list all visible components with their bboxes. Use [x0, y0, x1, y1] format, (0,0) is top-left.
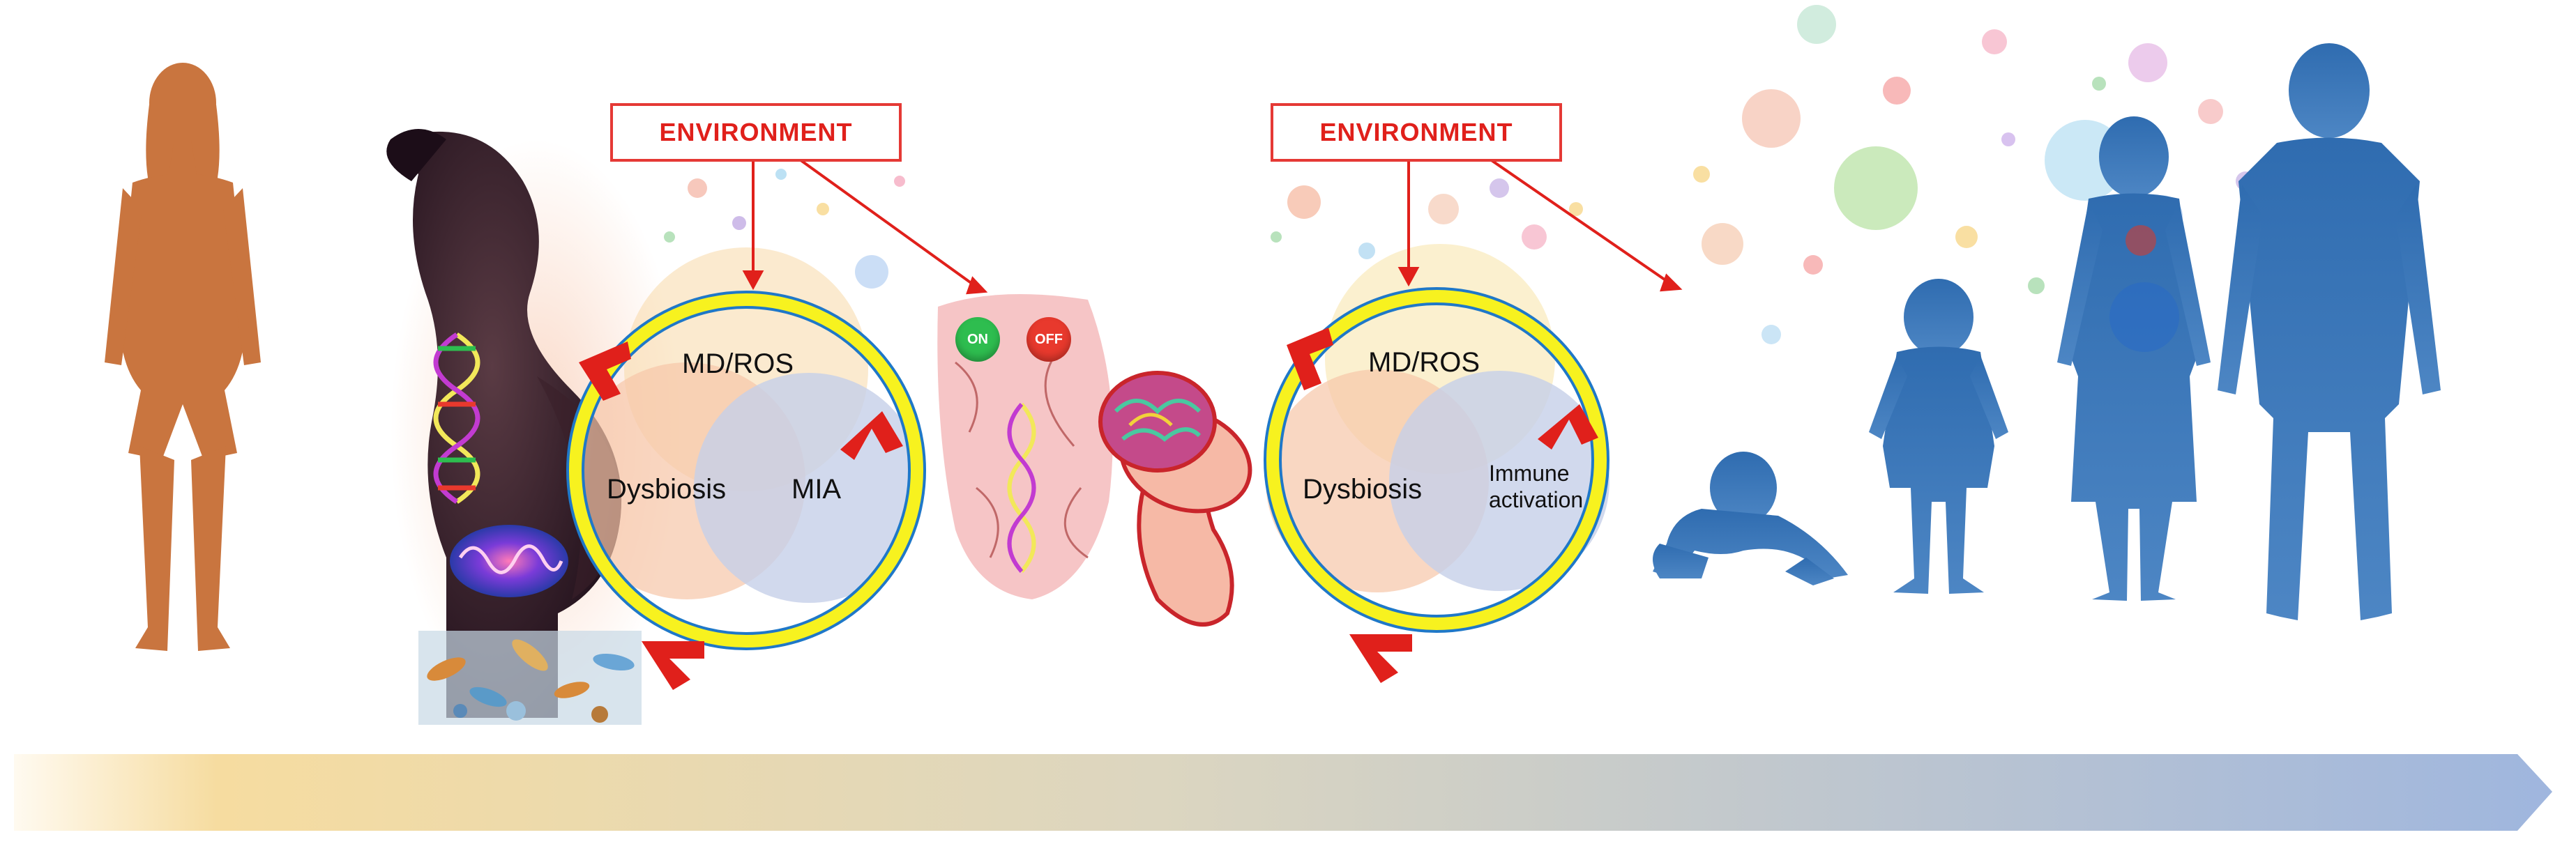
label-md-ros-prenatal: MD/ROS [682, 348, 794, 379]
placenta-icon [937, 294, 1113, 599]
brain-icon [1098, 371, 1217, 473]
environment-arrows-left [742, 155, 988, 295]
gut-microbiota-icon [418, 631, 642, 725]
environment-label-prenatal: ENVIRONMENT [610, 103, 902, 162]
on-switch-icon: ON [955, 317, 1000, 362]
label-md-ros-postnatal: MD/ROS [1368, 347, 1480, 378]
timeline-arrow-icon [14, 754, 2552, 831]
cycle-arrows-prenatal [579, 342, 903, 690]
environment-label-postnatal: ENVIRONMENT [1271, 103, 1562, 162]
confetti-postnatal [1271, 178, 1583, 259]
dna-icon [433, 332, 480, 504]
toddler-icon [1869, 279, 2008, 594]
label-dysbiosis-prenatal: Dysbiosis [607, 474, 727, 505]
cycle-arrows-postnatal [1287, 328, 1598, 683]
off-switch-icon: OFF [1026, 317, 1071, 362]
environment-arrows-right [1397, 155, 1683, 292]
mitochondrion-icon [450, 525, 568, 597]
label-immune-activation: Immune activation [1489, 461, 1584, 512]
label-dysbiosis-postnatal: Dysbiosis [1303, 474, 1423, 505]
woman-silhouette-icon [105, 63, 261, 651]
boy-icon [2057, 116, 2211, 601]
confetti-prenatal [664, 169, 905, 289]
man-icon [2218, 43, 2441, 620]
crawling-baby-icon [1653, 452, 1848, 585]
label-mia: MIA [791, 474, 842, 505]
